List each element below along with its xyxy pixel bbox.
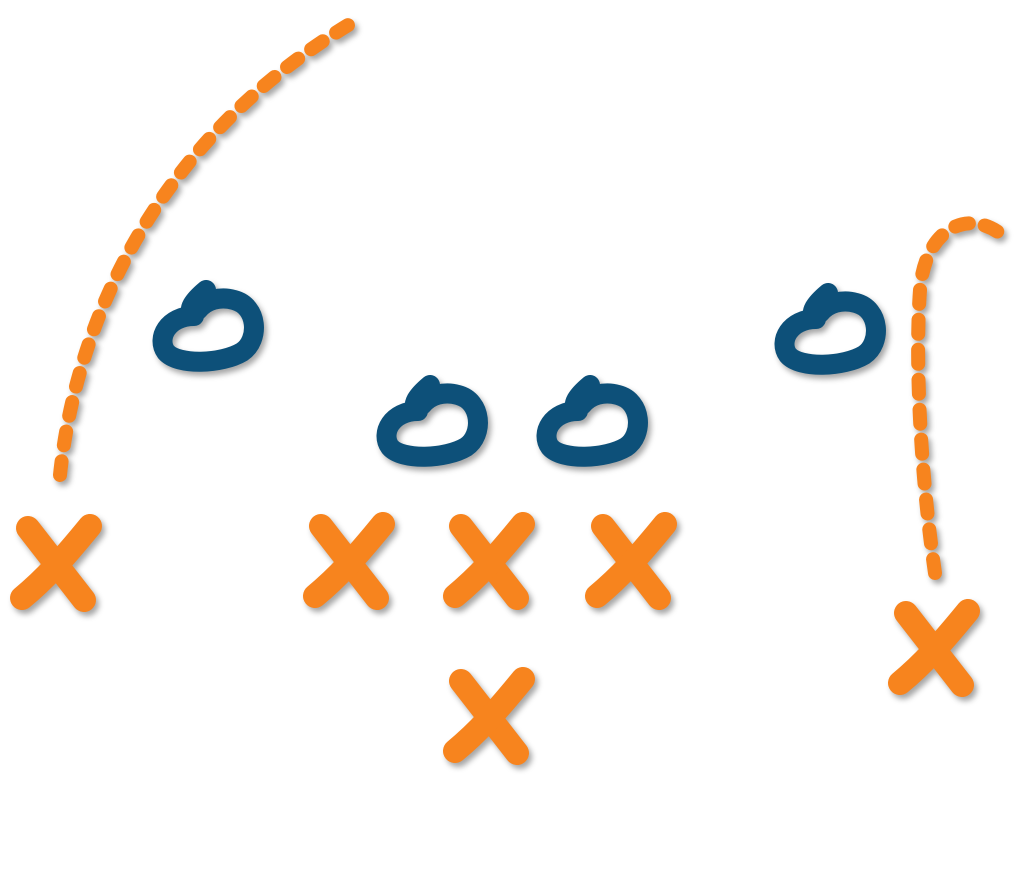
middle-left-defender-o-mark xyxy=(376,375,488,467)
defense-players xyxy=(152,280,886,467)
quarterback-x-mark xyxy=(443,667,535,765)
right-defender-o-mark xyxy=(774,283,886,375)
left-defender-o-mark xyxy=(152,280,264,372)
offense-players xyxy=(10,512,980,765)
right-lineman-x-mark xyxy=(585,512,677,610)
left-receiver-route xyxy=(53,11,367,482)
middle-right-defender-o-mark xyxy=(536,375,648,467)
routes xyxy=(53,11,1005,580)
right-receiver-x-mark xyxy=(888,599,980,697)
center-x-mark xyxy=(443,512,535,610)
left-lineman-x-mark xyxy=(303,512,395,610)
left-receiver-x-mark xyxy=(10,514,102,612)
right-receiver-route xyxy=(911,216,1005,580)
